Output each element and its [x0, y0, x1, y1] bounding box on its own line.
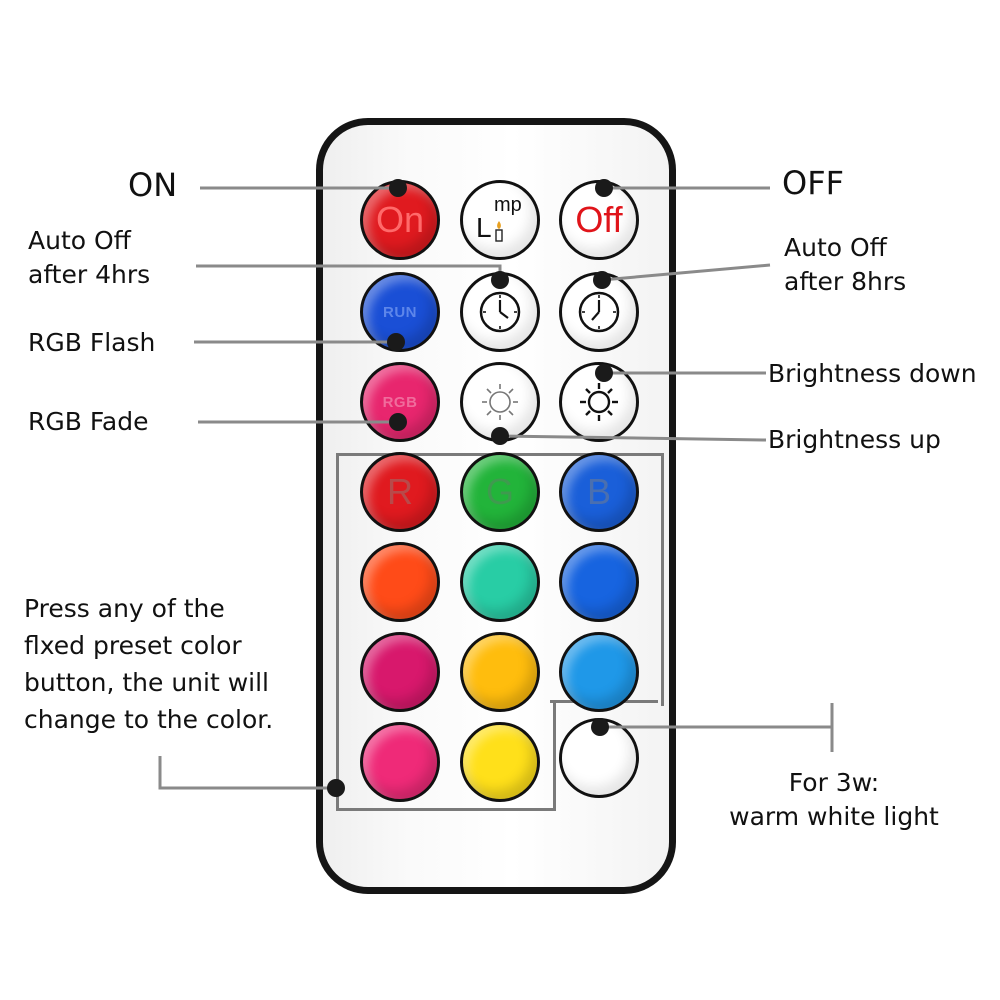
label-preset-instructions: Press any of the flxed preset color butt…: [24, 594, 274, 734]
preset-color-button[interactable]: [559, 542, 639, 622]
label-off: OFF: [782, 164, 844, 202]
label-auto-off-4hrs: Auto Off after 4hrs: [28, 226, 151, 289]
lamp-mode-button[interactable]: L mp: [460, 180, 540, 260]
red-button-label: R: [387, 471, 413, 512]
preset-color-button[interactable]: [460, 542, 540, 622]
run-button-label: RUN: [383, 303, 417, 321]
clock-icon: [479, 291, 521, 333]
green-button[interactable]: G: [460, 452, 540, 532]
off-button[interactable]: Off: [559, 180, 639, 260]
on-button[interactable]: On: [360, 180, 440, 260]
run-button[interactable]: RUN: [360, 272, 440, 352]
preset-color-button[interactable]: [360, 542, 440, 622]
preset-color-button[interactable]: [460, 722, 540, 802]
green-button-label: G: [485, 471, 514, 512]
preset-color-button[interactable]: [360, 632, 440, 712]
brightness-up-button[interactable]: [460, 362, 540, 442]
sun-dim-icon: [482, 384, 518, 420]
sun-bright-icon: [580, 383, 618, 421]
label-auto-off-8hrs: Auto Off after 8hrs: [784, 233, 907, 296]
label-brightness-up: Brightness up: [768, 425, 941, 454]
off-button-label: Off: [575, 199, 623, 240]
blue-button[interactable]: B: [559, 452, 639, 532]
label-rgb-flash: RGB Flash: [28, 328, 156, 357]
label-on: ON: [128, 166, 178, 204]
timer-4hrs-button[interactable]: [460, 272, 540, 352]
preset-color-button[interactable]: [360, 722, 440, 802]
timer-8hrs-button[interactable]: [559, 272, 639, 352]
warm-white-button[interactable]: [559, 718, 639, 798]
brightness-down-button[interactable]: [559, 362, 639, 442]
rgb-fade-button[interactable]: RGB: [360, 362, 440, 442]
preset-color-group-lower: [336, 700, 556, 811]
label-rgb-fade: RGB Fade: [28, 407, 149, 436]
red-button[interactable]: R: [360, 452, 440, 532]
label-warm-white: For 3w: warm white light: [729, 768, 939, 831]
preset-color-button[interactable]: [559, 632, 639, 712]
on-button-label: On: [375, 199, 425, 240]
clock-icon: [578, 291, 620, 333]
label-brightness-down: Brightness down: [768, 359, 977, 388]
rgb-button-label: RGB: [382, 393, 418, 411]
lamp-icon: L mp: [476, 194, 522, 243]
blue-button-label: B: [586, 471, 611, 512]
preset-color-button[interactable]: [460, 632, 540, 712]
